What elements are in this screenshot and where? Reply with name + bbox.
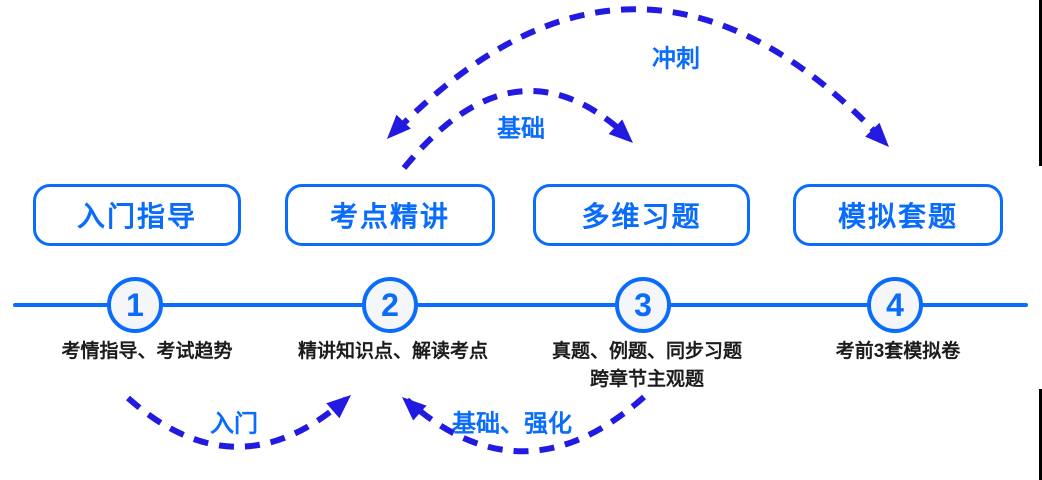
stage-box-4: 模拟套题 <box>793 184 1003 246</box>
intro-arc-label: 入门 <box>210 410 258 438</box>
stage-desc-1: 考情指导、考试趋势 <box>61 338 232 366</box>
basics-arc <box>401 87 630 170</box>
stage-circle-1: 1 <box>107 277 163 333</box>
stage-box-3-label: 多维习题 <box>581 201 702 232</box>
stage-desc-3-line1: 真题、例题、同步习题 <box>551 341 743 362</box>
intro-arc <box>126 395 348 450</box>
stage-circle-3: 3 <box>615 277 671 333</box>
stage-box-2: 考点精讲 <box>285 184 495 246</box>
stage-desc-3-line2: 跨章节主观题 <box>589 369 705 390</box>
reinforce-arc <box>404 394 646 455</box>
stage-desc-3: 真题、例题、同步习题 跨章节主观题 <box>552 338 742 394</box>
basics-arc-label: 基础 <box>497 115 545 143</box>
stage-circle-4: 4 <box>867 277 923 333</box>
intro-arrowhead-icon <box>326 395 351 419</box>
timeline-line <box>13 303 1028 307</box>
stage-desc-2: 精讲知识点、解读考点 <box>298 338 488 366</box>
reinforce-arrowhead-icon <box>402 397 427 421</box>
stage-box-4-label: 模拟套题 <box>837 201 958 232</box>
stage-desc-4-line1: 考前3套模拟卷 <box>835 341 961 362</box>
stage-desc-1-line1: 考情指导、考试趋势 <box>61 341 233 362</box>
right-edge-mark-top <box>1039 0 1042 166</box>
stage-number-4: 4 <box>886 287 904 323</box>
stage-number-2: 2 <box>381 287 399 323</box>
stage-box-1: 入门指导 <box>33 184 241 246</box>
stage-desc-2-line1: 精讲知识点、解读考点 <box>297 341 489 362</box>
stage-desc-4: 考前3套模拟卷 <box>836 338 961 366</box>
stage-number-1: 1 <box>126 287 144 323</box>
basics-arrowhead-icon <box>608 119 633 143</box>
sprint-arrowhead-left-icon <box>387 114 411 139</box>
sprint-arrowhead-right-icon <box>865 122 889 147</box>
stage-circle-2: 2 <box>362 277 418 333</box>
reinforce-arc-label: 基础、强化 <box>452 410 572 438</box>
stage-box-2-label: 考点精讲 <box>329 201 450 232</box>
stage-box-3: 多维习题 <box>533 184 750 246</box>
stage-number-3: 3 <box>634 287 652 323</box>
sprint-arc <box>394 6 885 142</box>
right-edge-mark-bottom <box>1039 389 1042 480</box>
sprint-arc-label: 冲刺 <box>652 45 700 73</box>
stage-box-1-label: 入门指导 <box>76 201 197 232</box>
